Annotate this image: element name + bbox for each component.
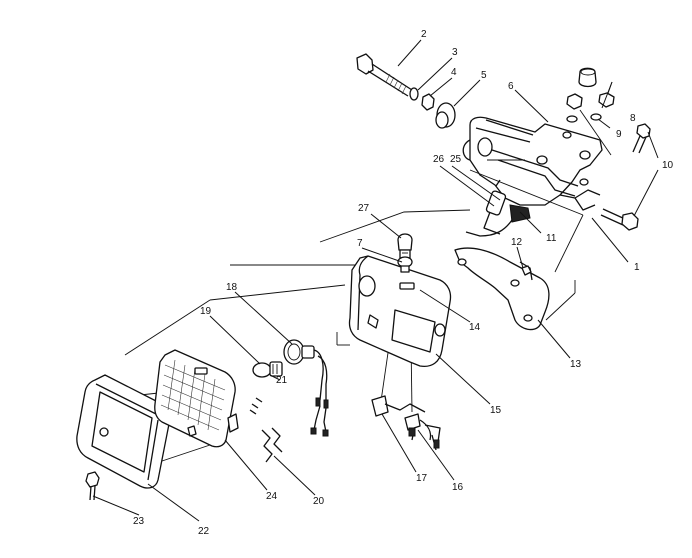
- headlight-bulb-part-19: [252, 361, 283, 378]
- callout-15: 15: [490, 405, 502, 416]
- socket-part-18: [283, 339, 329, 437]
- washer-part-9: [590, 113, 602, 121]
- callout-13: 13: [570, 359, 582, 370]
- callout-3: 3: [452, 47, 458, 58]
- callout-6: 6: [508, 81, 514, 92]
- mounting-bracket-part-6: [462, 116, 603, 211]
- switch-part-26: [483, 179, 507, 235]
- callout-18: 18: [226, 282, 238, 293]
- callout-9: 9: [616, 129, 622, 140]
- nut-part-4: [421, 93, 435, 111]
- callout-12: 12: [511, 237, 523, 248]
- callout-17: 17: [416, 473, 428, 484]
- bolt-part-2: [356, 53, 413, 97]
- callout-1: 1: [634, 262, 640, 273]
- callout-19: 19: [200, 306, 212, 317]
- washer-small-part-9: [566, 115, 578, 123]
- cap-nut-part-8: [578, 67, 597, 88]
- callout-10: 10: [662, 160, 674, 171]
- lower-bracket-part-13: [454, 247, 550, 331]
- bolt-upper-part-10: [632, 123, 651, 154]
- nut-left-part-8: [566, 93, 583, 110]
- callout-25: 25: [450, 154, 462, 165]
- headlight-housing-part-15: [348, 255, 452, 368]
- callout-8: 8: [630, 113, 636, 124]
- callout-16: 16: [452, 482, 464, 493]
- headlight-bezel-part-22: [76, 374, 170, 489]
- callout-2: 2: [421, 29, 427, 40]
- callout-20: 20: [313, 496, 325, 507]
- leader-lines: [92, 39, 659, 522]
- callout-23: 23: [133, 516, 145, 527]
- callout-4: 4: [451, 67, 457, 78]
- callout-7: 7: [357, 238, 363, 249]
- callout-11: 11: [546, 233, 557, 244]
- washer-part-3: [409, 87, 419, 101]
- springs-part-20: [261, 427, 283, 463]
- callout-22: 22: [198, 526, 210, 537]
- callout-27: 27: [358, 203, 370, 214]
- screw-part-23: [85, 471, 100, 501]
- callout-14: 14: [469, 322, 481, 333]
- bulb-part-27: [397, 233, 413, 259]
- callout-26: 26: [433, 154, 445, 165]
- callout-numbers: 1 2 3 4 5 6 7 8 9 10 11 12 13 14 15 16 1…: [133, 29, 674, 537]
- clip-part-21: [249, 397, 263, 415]
- headlight-lens-part-24: [154, 349, 239, 448]
- callout-24: 24: [266, 491, 278, 502]
- socket-part-7: [397, 256, 413, 273]
- wiring-harness-part-16: [371, 395, 441, 451]
- grommet-part-5: [435, 102, 456, 129]
- bolt-lower-part-10: [600, 208, 639, 231]
- callout-5: 5: [481, 70, 487, 81]
- clip-part-25: [465, 204, 531, 237]
- nut-right-part-8: [598, 92, 615, 108]
- callout-21: 21: [276, 375, 288, 386]
